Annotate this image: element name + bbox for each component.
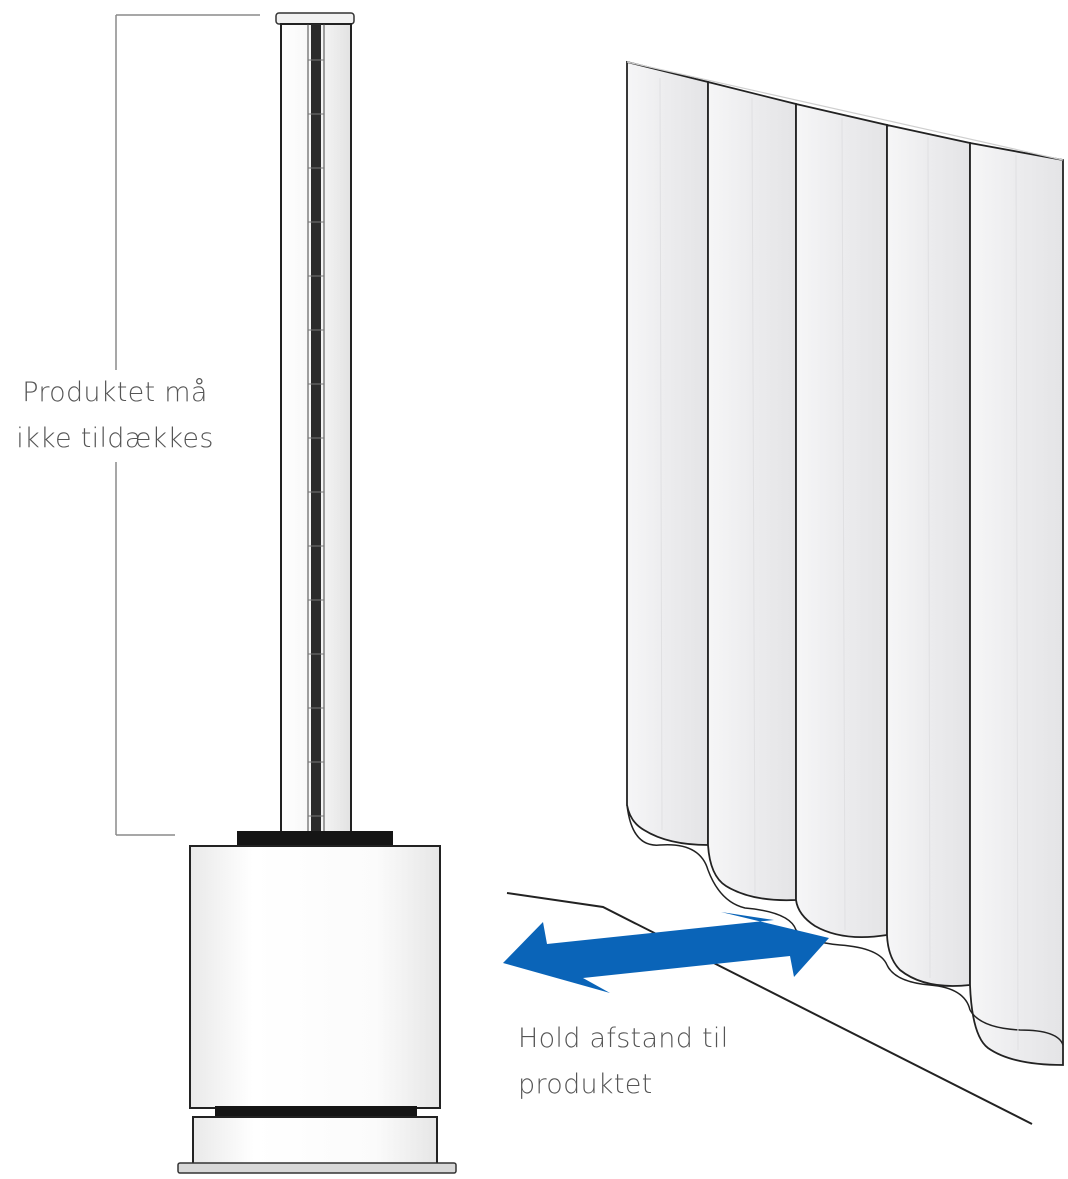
curtain-panel-1 [626,60,709,846]
keep-distance-caption-line-2: produktet [518,1069,653,1100]
curtain-panel-5 [969,141,1064,1066]
no-cover-caption: Produktet må ikke tildækkes [10,370,220,462]
tower-foot-plate [177,1162,457,1174]
tower-base-band [215,1106,417,1117]
tower-slot [311,24,321,834]
no-cover-caption-line-1: Produktet må [22,377,208,408]
curtain-panel-2 [707,80,797,902]
product-tower [177,12,457,1174]
keep-distance-caption-line-1: Hold afstand til [518,1023,729,1054]
tower-foot [192,1116,438,1168]
curtain-panel-3 [795,102,888,939]
curtain [626,60,1064,1066]
tower-collar [237,831,393,847]
tower-base [189,845,441,1109]
no-cover-caption-line-2: ikke tildækkes [16,423,214,454]
tower-top-cap [275,12,355,25]
keep-distance-caption: Hold afstand til produktet [518,1016,729,1108]
floor-line [506,892,1033,1125]
double-headed-arrow-icon [503,912,829,993]
